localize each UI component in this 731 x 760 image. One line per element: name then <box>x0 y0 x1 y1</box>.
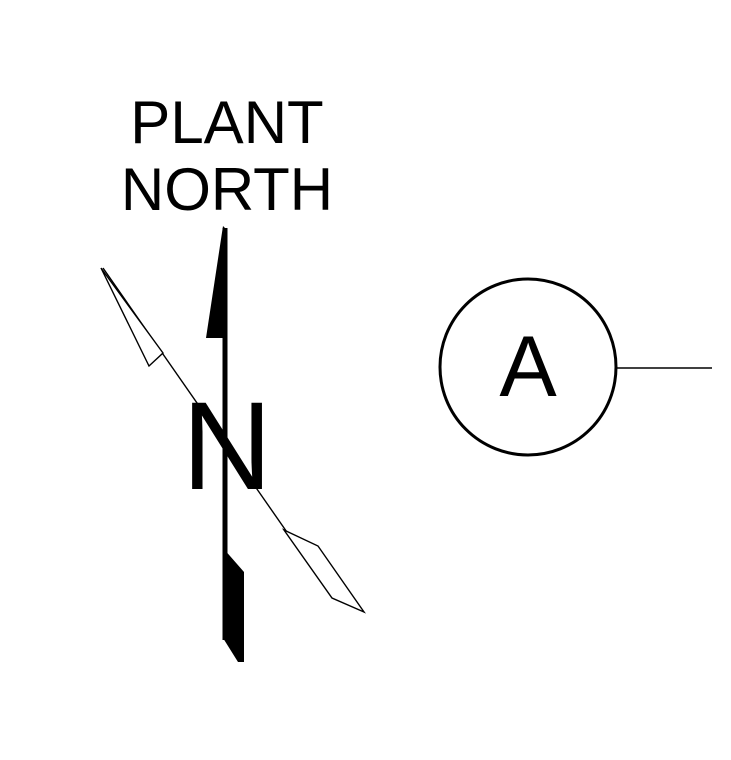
section-marker-letter: A <box>499 319 557 415</box>
plant-north-arrow <box>206 226 244 662</box>
north-label: NORTH <box>121 156 333 223</box>
plant-label: PLANT <box>130 89 323 156</box>
true-north-arrow <box>100 267 366 614</box>
true-north-tail <box>281 528 366 614</box>
north-letter: N <box>182 377 272 516</box>
true-north-arrowhead <box>100 267 164 368</box>
section-marker: A <box>438 277 712 457</box>
plant-north-arrowhead <box>206 226 227 338</box>
plant-north-tail <box>223 548 244 662</box>
section-marker-circle <box>438 277 618 457</box>
